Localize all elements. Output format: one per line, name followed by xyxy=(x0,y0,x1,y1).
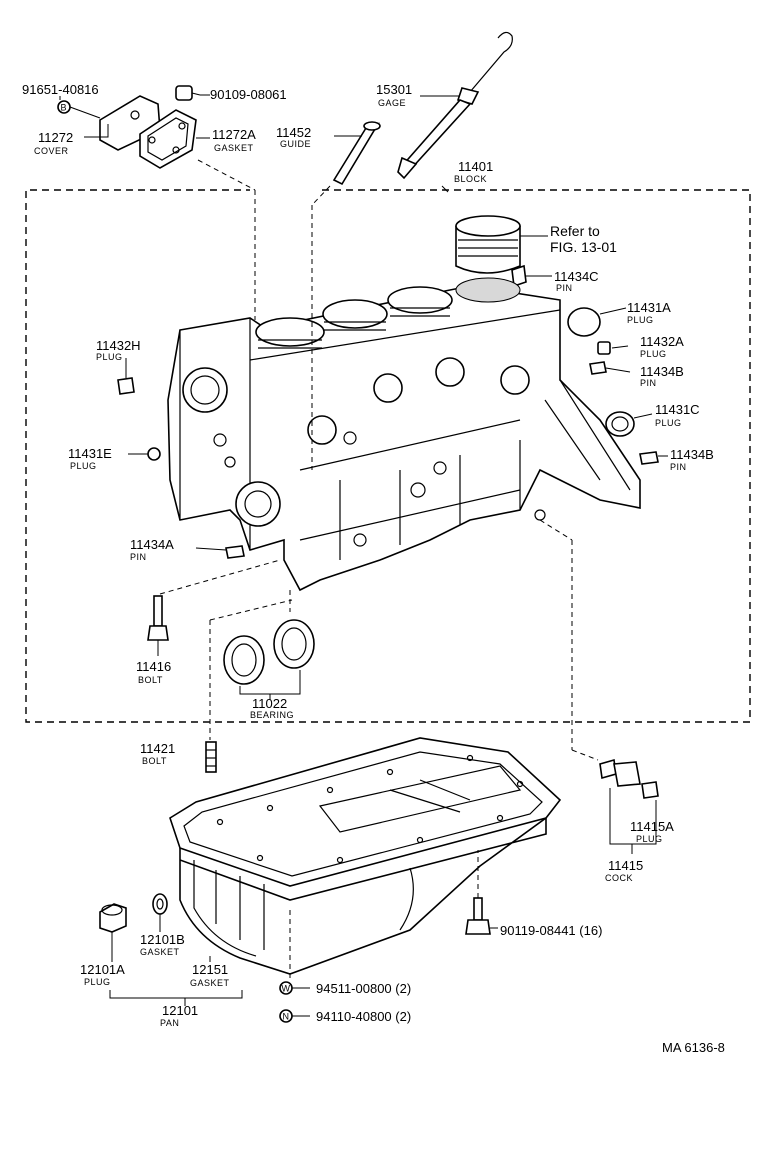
dipstick-gage xyxy=(397,31,513,180)
washer-w: W xyxy=(279,981,293,995)
name-11416: BOLT xyxy=(138,675,163,685)
name-11432H: PLUG xyxy=(96,352,123,362)
label-11434A: 11434A xyxy=(130,537,174,552)
label-11415: 11415 xyxy=(608,858,643,873)
label-90119: 90119-08441 (16) xyxy=(500,923,602,938)
name-11431E: PLUG xyxy=(70,461,97,471)
name-11452: GUIDE xyxy=(280,139,311,149)
name-11272A: GASKET xyxy=(214,143,254,153)
cover-assembly: B xyxy=(57,85,256,191)
name-12101: PAN xyxy=(160,1018,179,1028)
pan-bolt xyxy=(465,850,498,935)
bolt-11416 xyxy=(147,595,169,656)
label-11434B-1: 11434B xyxy=(640,364,684,379)
name-11431C: PLUG xyxy=(655,418,682,428)
label-91651: 91651-40816 xyxy=(22,82,99,97)
label-12101A: 12101A xyxy=(80,962,125,977)
label-12101: 12101 xyxy=(162,1003,198,1018)
block-left-plugs xyxy=(117,358,245,559)
washer-n: N xyxy=(279,1009,293,1023)
label-11415A: 11415A xyxy=(630,819,674,834)
name-11434C: PIN xyxy=(556,283,573,293)
label-11272A: 11272A xyxy=(212,127,256,142)
label-11432H: 11432H xyxy=(96,338,141,353)
name-12101A: PLUG xyxy=(84,977,111,987)
drawing-id: MA 6136-8 xyxy=(662,1040,725,1055)
block-group-boundary xyxy=(25,189,751,723)
label-11022: 11022 xyxy=(252,696,287,711)
label-12151: 12151 xyxy=(192,962,228,977)
main-bearings xyxy=(223,619,315,700)
block-right-plugs xyxy=(567,307,668,465)
guide-part xyxy=(311,121,381,206)
label-11432A: 11432A xyxy=(640,334,684,349)
svg-text:W: W xyxy=(282,984,291,994)
bolt-11421 xyxy=(205,741,217,773)
refer-fig: FIG. 13-01 xyxy=(550,239,617,255)
refer-to: Refer to xyxy=(550,223,600,239)
label-11434C: 11434C xyxy=(554,269,599,284)
label-11421: 11421 xyxy=(140,741,175,756)
label-11431E: 11431E xyxy=(68,446,112,461)
name-11434B-1: PIN xyxy=(640,378,657,388)
label-11272: 11272 xyxy=(38,130,73,145)
name-11431A: PLUG xyxy=(627,315,654,325)
label-90109: 90109-08061 xyxy=(210,87,287,102)
label-94110: 94110-40800 (2) xyxy=(316,1009,411,1024)
label-11416: 11416 xyxy=(136,659,171,674)
oil-pan xyxy=(169,737,562,980)
label-11452: 11452 xyxy=(276,125,311,140)
svg-text:N: N xyxy=(283,1012,290,1022)
drain-plug xyxy=(99,893,168,962)
name-11434B-2: PIN xyxy=(670,462,687,472)
reference-piston xyxy=(455,215,552,288)
name-11415A: PLUG xyxy=(636,834,663,844)
name-12151: GASKET xyxy=(190,978,230,988)
name-11022: BEARING xyxy=(250,710,294,720)
label-94511: 94511-00800 (2) xyxy=(316,981,411,996)
label-15301: 15301 xyxy=(376,82,412,97)
name-11415: COCK xyxy=(605,873,633,883)
name-11421: BOLT xyxy=(142,756,167,766)
name-12101B: GASKET xyxy=(140,947,180,957)
name-11401: BLOCK xyxy=(454,174,487,184)
name-15301: GAGE xyxy=(378,98,406,108)
label-11434B-2: 11434B xyxy=(670,447,714,462)
name-11434A: PIN xyxy=(130,552,147,562)
label-11401: 11401 xyxy=(458,159,493,174)
engine-block xyxy=(167,277,641,592)
badge-b: B xyxy=(61,103,68,113)
drain-cock xyxy=(599,758,659,854)
label-11431A: 11431A xyxy=(627,300,671,315)
label-12101B: 12101B xyxy=(140,932,185,947)
name-11272: COVER xyxy=(34,146,69,156)
name-11432A: PLUG xyxy=(640,349,667,359)
label-11431C: 11431C xyxy=(655,402,700,417)
